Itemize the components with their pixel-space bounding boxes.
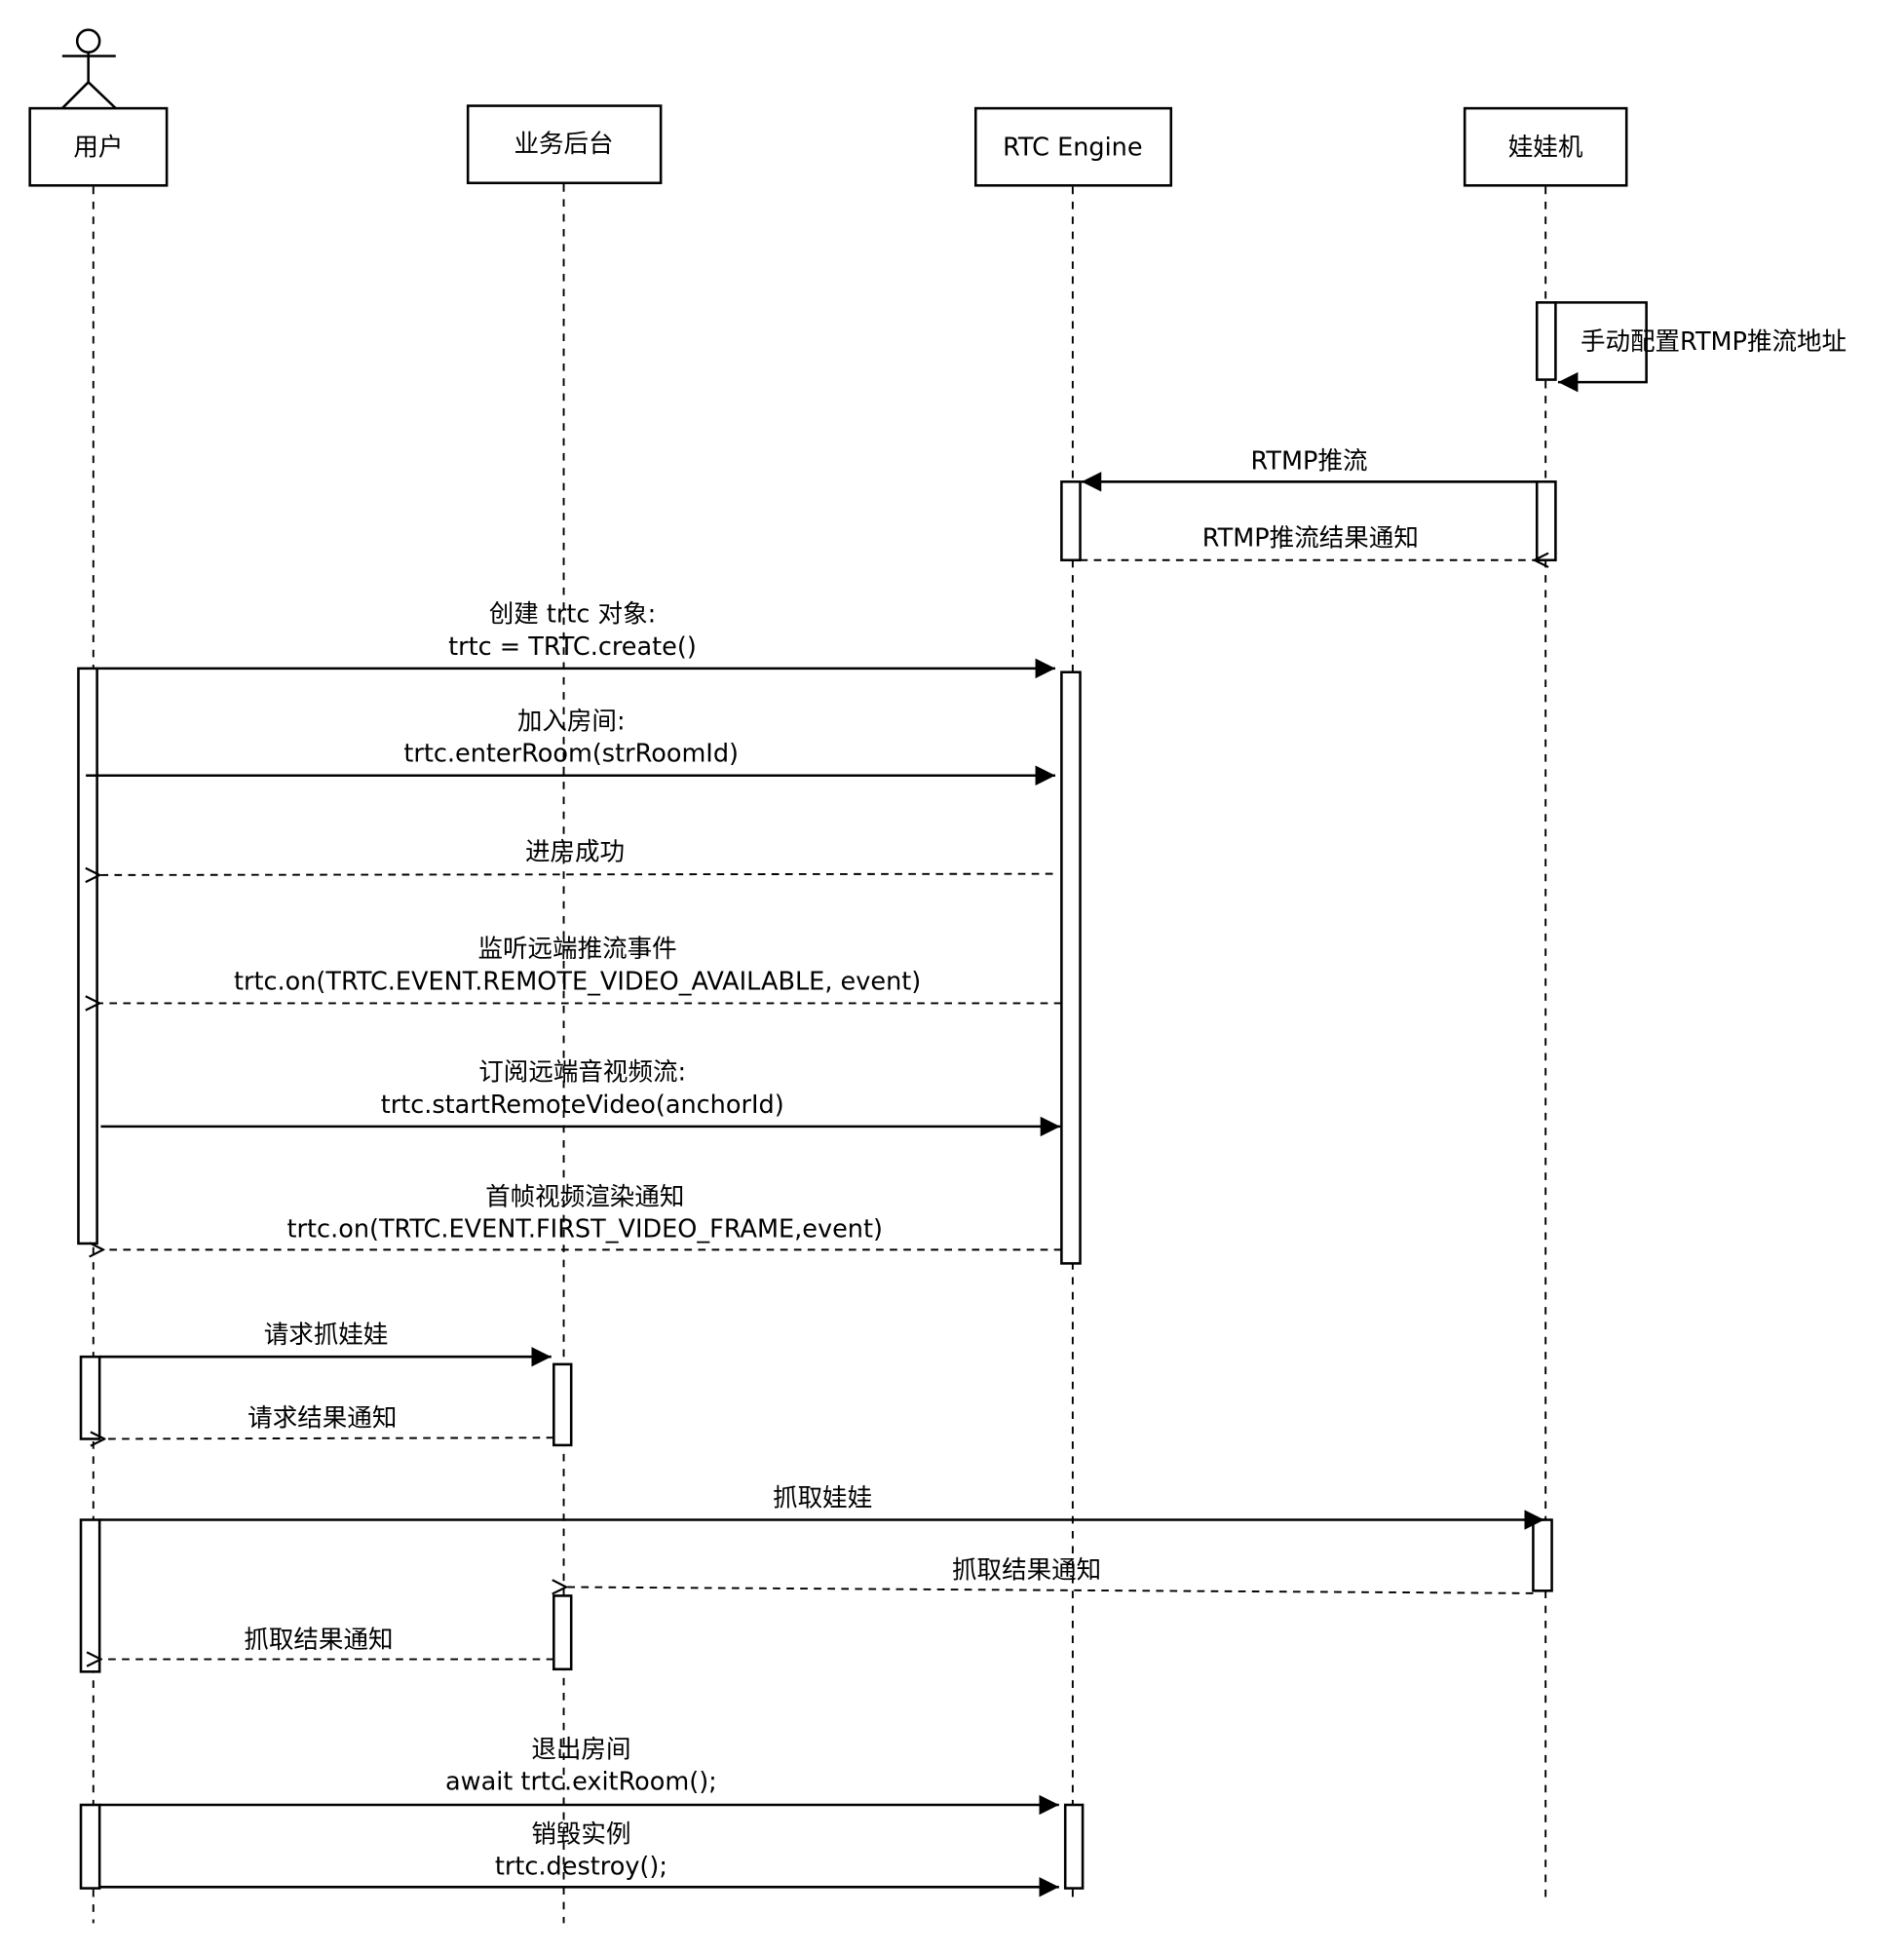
message-request-claw[interactable]: 请求抓娃娃	[99, 1321, 552, 1367]
message-request-result[interactable]: 请求结果通知	[104, 1404, 554, 1439]
message-label: 抓取结果通知	[244, 1626, 393, 1655]
participant-label: RTC Engine	[1003, 134, 1142, 163]
message-label: 加入房间:	[517, 707, 626, 736]
message-label: 手动配置RTMP推流地址	[1580, 327, 1847, 357]
participant-label: 用户	[73, 134, 123, 163]
message-label: 请求结果通知	[248, 1404, 397, 1434]
activation-bar	[1063, 1803, 1085, 1890]
activation-bar	[1060, 480, 1082, 562]
activation-bar	[1535, 301, 1557, 381]
message-code: trtc.startRemoteVideo(anchorId)	[381, 1091, 784, 1120]
message-rtmp-push[interactable]: RTMP推流	[1081, 447, 1538, 492]
message-code: await trtc.exitRoom();	[445, 1768, 717, 1797]
message-label: 首帧视频渲染通知	[485, 1182, 684, 1211]
message-label: RTMP推流	[1251, 447, 1368, 477]
activation-bar	[79, 1803, 101, 1890]
message-grab-result-to-backend[interactable]: 抓取结果通知	[566, 1556, 1534, 1593]
message-label: 销毁实例	[531, 1819, 630, 1849]
participant-label: 业务后台	[514, 130, 613, 159]
message-code: trtc.on(TRTC.EVENT.REMOTE_VIDEO_AVAILABL…	[234, 967, 921, 996]
message-label: 订阅远端音视频流:	[478, 1058, 686, 1088]
activation-bar	[77, 667, 98, 1245]
actor-icon	[60, 28, 117, 110]
message-enter-room[interactable]: 加入房间: trtc.enterRoom(strRoomId)	[86, 707, 1056, 785]
activation-bar	[1060, 670, 1082, 1265]
message-rtmp-push-result[interactable]: RTMP推流结果通知	[1080, 524, 1535, 560]
message-start-remote-video[interactable]: 订阅远端音视频流: trtc.startRemoteVideo(anchorId…	[100, 1058, 1061, 1137]
message-label: 监听远端推流事件	[477, 935, 676, 964]
message-label: 退出房间	[531, 1735, 630, 1764]
activation-bar	[79, 1518, 101, 1673]
activation-bar	[1532, 1518, 1553, 1592]
participant-claw-machine[interactable]: 娃娃机	[1463, 106, 1628, 187]
message-label: 抓取娃娃	[773, 1483, 872, 1513]
message-grab-result-to-user[interactable]: 抓取结果通知	[100, 1626, 554, 1659]
message-label: 进房成功	[525, 838, 625, 867]
message-self-config-rtmp[interactable]: 手动配置RTMP推流地址	[1555, 301, 1847, 393]
activation-bar	[79, 1355, 101, 1440]
message-label: 请求抓娃娃	[264, 1321, 389, 1350]
participant-label: 娃娃机	[1508, 134, 1583, 163]
participant-rtc-engine[interactable]: RTC Engine	[973, 106, 1173, 187]
message-code: trtc.enterRoom(strRoomId)	[403, 740, 739, 769]
activation-bar	[552, 1594, 573, 1671]
message-label: 抓取结果通知	[952, 1556, 1101, 1586]
message-exit-room[interactable]: 退出房间 await trtc.exitRoom();	[99, 1735, 1059, 1816]
activation-bar	[1535, 480, 1557, 562]
message-first-video-frame[interactable]: 首帧视频渲染通知 trtc.on(TRTC.EVENT.FIRST_VIDEO_…	[103, 1182, 1062, 1249]
message-code: trtc.on(TRTC.EVENT.FIRST_VIDEO_FRAME,eve…	[287, 1215, 883, 1245]
message-label: 创建 trtc 对象:	[489, 600, 657, 630]
message-grab-doll[interactable]: 抓取娃娃	[99, 1483, 1544, 1530]
participant-backend[interactable]: 业务后台	[466, 104, 663, 185]
message-code: trtc = TRTC.create()	[448, 632, 697, 662]
message-label: RTMP推流结果通知	[1202, 524, 1419, 554]
participant-user[interactable]: 用户	[28, 106, 169, 187]
message-create-trtc[interactable]: 创建 trtc 对象: trtc = TRTC.create()	[96, 600, 1056, 679]
message-destroy[interactable]: 销毁实例 trtc.destroy();	[99, 1819, 1059, 1897]
activation-bar	[552, 1362, 573, 1447]
message-remote-video-available[interactable]: 监听远端推流事件 trtc.on(TRTC.EVENT.REMOTE_VIDEO…	[99, 935, 1062, 1003]
message-enter-room-success[interactable]: 进房成功	[99, 838, 1053, 875]
message-code: trtc.destroy();	[495, 1853, 667, 1882]
